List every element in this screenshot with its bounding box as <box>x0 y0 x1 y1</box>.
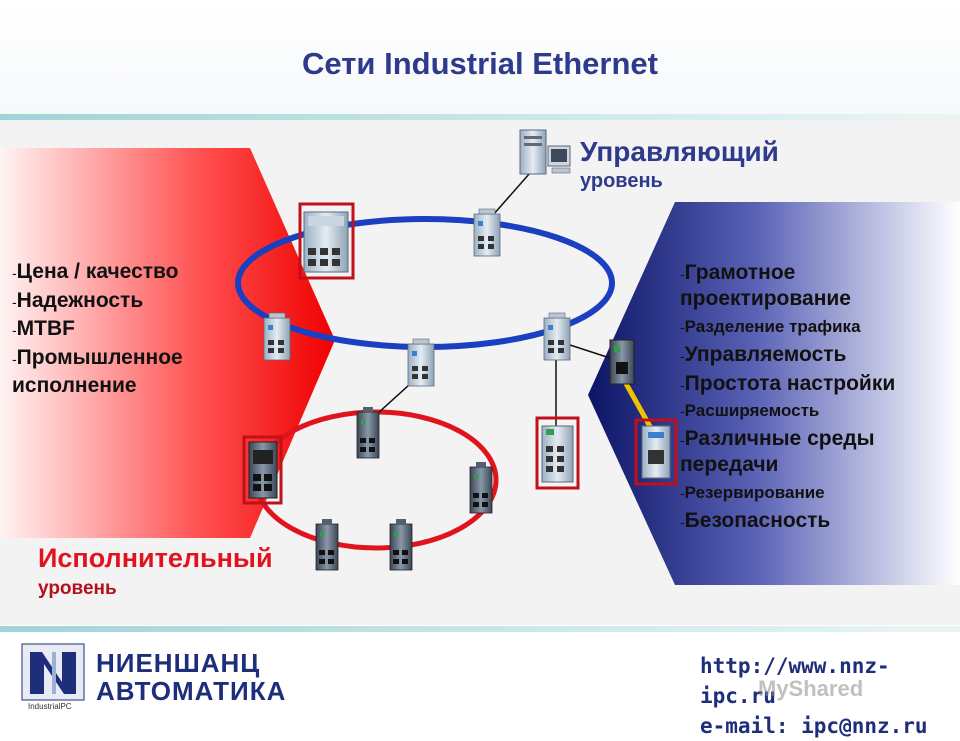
fiber-link <box>621 378 655 432</box>
ethernet-switch-icon <box>407 338 435 387</box>
list-item: -Безопасность <box>680 508 831 532</box>
company-name-line1: НИЕНШАНЦ <box>96 648 261 678</box>
control-level-subtitle: уровень <box>580 170 663 192</box>
list-item: -Расширяемость <box>680 401 820 421</box>
industrial-logo-icon <box>21 643 85 701</box>
list-item: -MTBF <box>12 317 75 341</box>
highlight-frame <box>298 202 355 280</box>
list-item: -Надежность <box>12 288 144 312</box>
exec-level-subtitle: уровень <box>38 578 117 599</box>
control-level-title: Управляющий <box>580 136 779 167</box>
highlight-frame <box>242 435 283 505</box>
media-converter-icon <box>609 339 635 385</box>
slide-title: Сети Industrial Ethernet <box>302 46 658 81</box>
ethernet-switch-icon <box>248 441 278 499</box>
highlight-frame <box>535 416 580 490</box>
ethernet-switch-icon <box>541 425 574 483</box>
ethernet-switch-icon <box>315 518 339 571</box>
ethernet-switch-icon <box>303 211 349 273</box>
highlight-frame <box>634 418 678 486</box>
ethernet-switch-icon <box>356 406 380 459</box>
list-item: -Цена / качество <box>12 260 179 283</box>
company-name-line2: АВТОМАТИКА <box>96 676 287 706</box>
email-link[interactable]: e-mail: ipc@nnz.ru <box>700 713 928 738</box>
left-criteria-list: -Цена / качество -Надежность -MTBF -Пром… <box>12 258 252 401</box>
list-item: -Грамотное проектирование <box>680 261 851 311</box>
right-criteria-list: -Грамотное проектирование -Разделение тр… <box>680 260 960 537</box>
list-item: -Резервирование <box>680 482 825 502</box>
right-panel <box>588 202 960 585</box>
ethernet-switch-icon <box>469 461 493 514</box>
list-item: -Различные среды передачи <box>680 427 875 477</box>
exec-level-label: Исполнительный уровень <box>38 543 273 600</box>
list-item: -Промышленное исполнение <box>12 345 183 398</box>
media-converter-link <box>569 344 611 359</box>
ethernet-switch-icon <box>473 208 501 257</box>
ethernet-switch-icon <box>543 312 571 361</box>
ethernet-switch-icon <box>389 518 413 571</box>
company-subtitle: IndustrialPC <box>28 702 72 711</box>
title-band <box>0 0 960 118</box>
media-converter-icon <box>641 425 671 479</box>
list-item: -Разделение трафика <box>680 316 861 336</box>
control-level-label: Управляющий уровень <box>580 136 779 193</box>
title-divider <box>0 114 960 120</box>
exec-level-title: Исполнительный <box>38 543 273 573</box>
footer-divider <box>0 626 960 632</box>
website-link[interactable]: http://www.nnz-ipc.ru <box>700 654 890 708</box>
server-icon <box>519 129 571 175</box>
network-diagram <box>0 129 960 701</box>
left-panel <box>0 148 335 538</box>
footer <box>0 632 960 720</box>
ethernet-switch-icon <box>263 312 291 361</box>
list-item: -Простота настройки <box>680 371 896 395</box>
list-item: -Управляемость <box>680 342 847 366</box>
watermark: MyShared <box>758 676 864 701</box>
